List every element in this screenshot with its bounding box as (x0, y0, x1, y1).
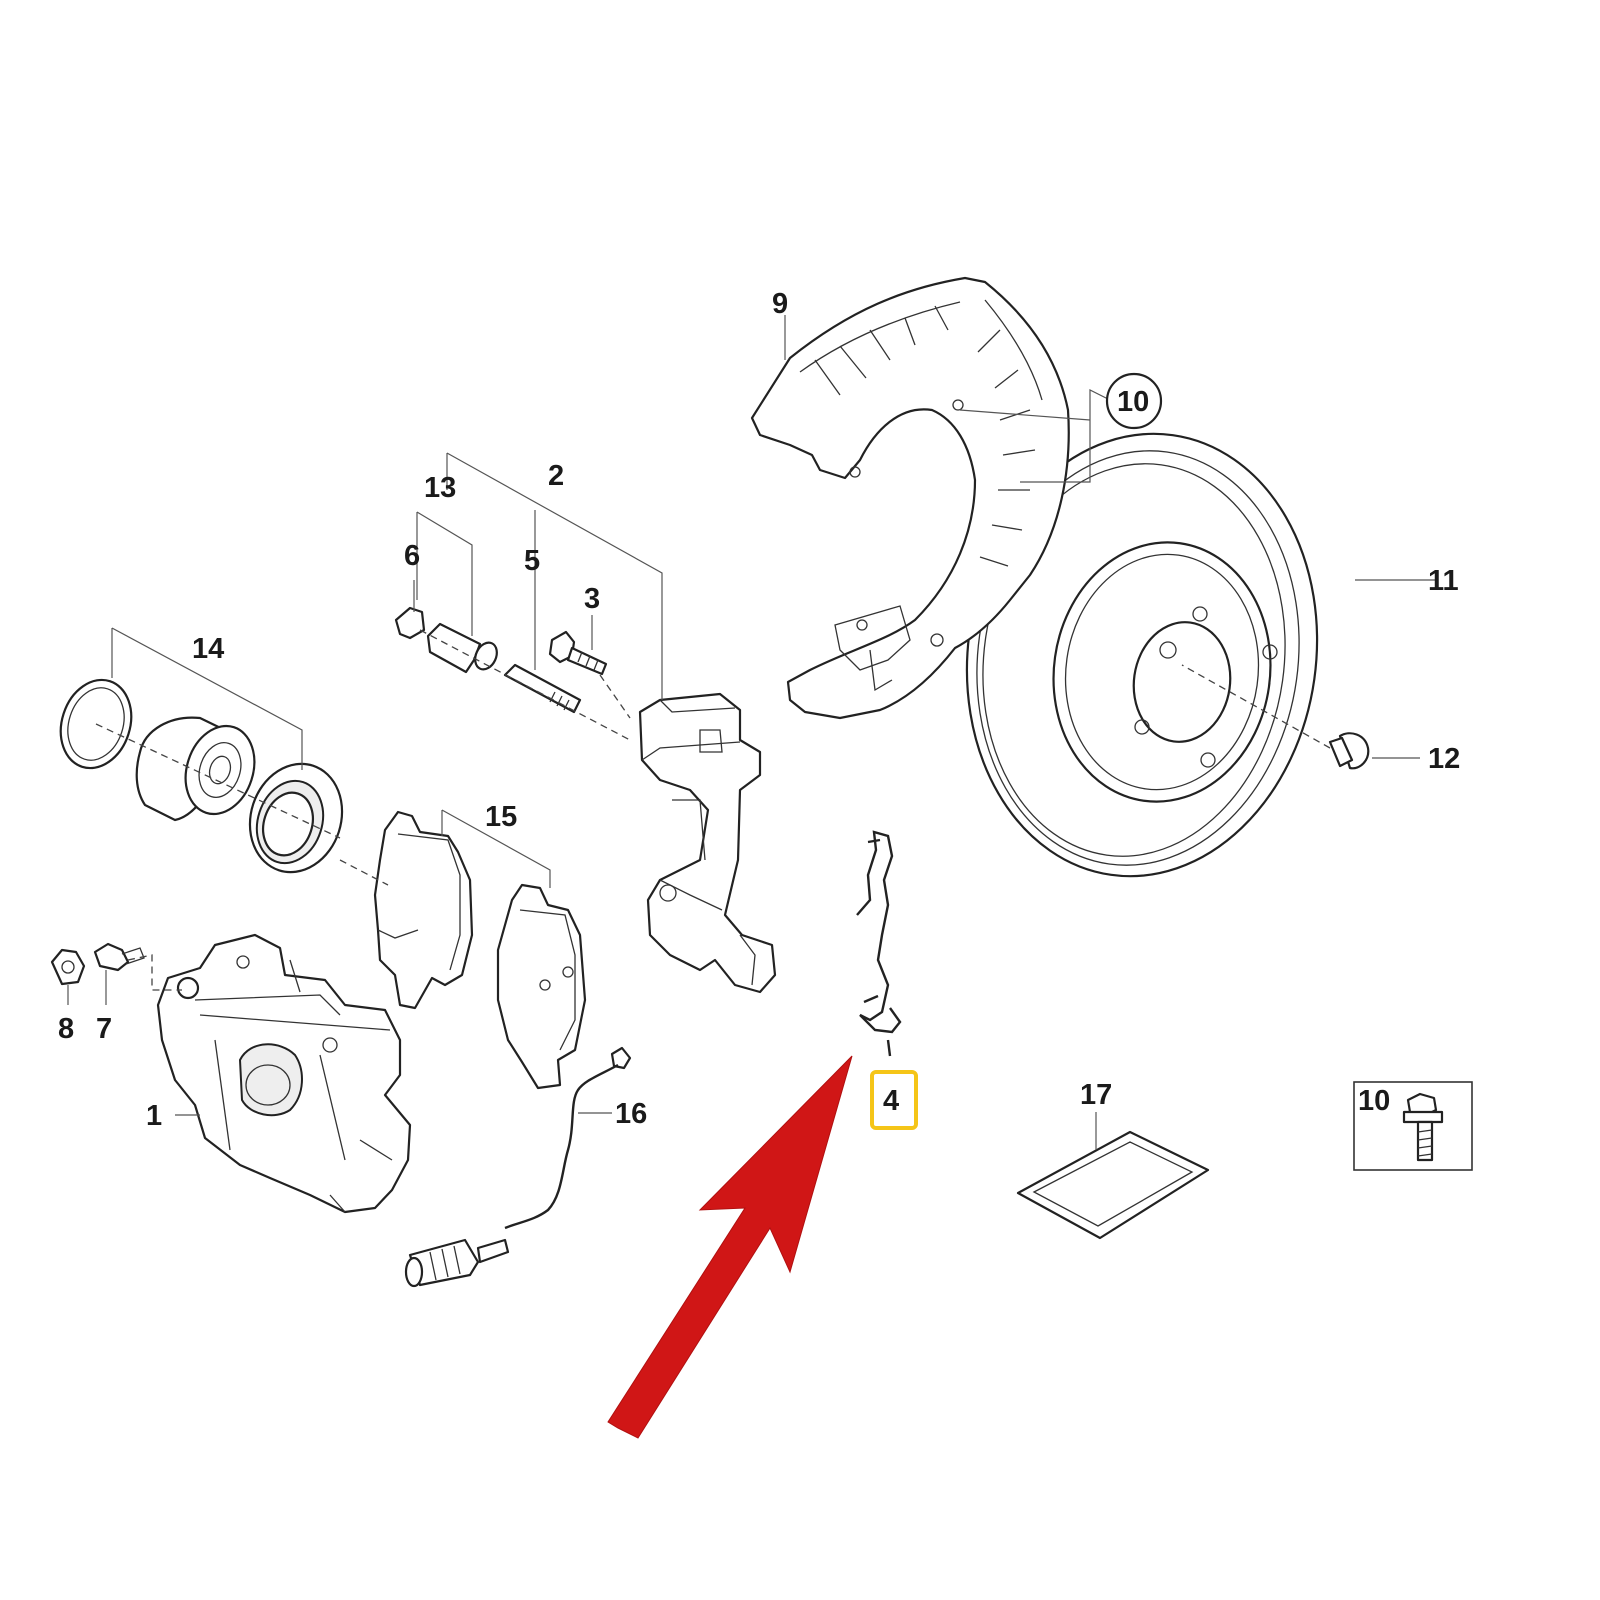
label-10-box: 10 (1358, 1085, 1390, 1117)
label-9: 9 (772, 288, 788, 320)
label-4: 4 (883, 1085, 899, 1117)
anti-rattle-spring (856, 830, 902, 1057)
highlight-box (870, 1070, 918, 1130)
label-10-circled: 10 (1117, 386, 1149, 418)
label-12: 12 (1428, 743, 1460, 775)
label-1: 1 (146, 1100, 162, 1132)
label-15: 15 (485, 801, 517, 833)
label-13: 13 (424, 472, 456, 504)
label-6: 6 (404, 540, 420, 572)
bolt-inset (1353, 1081, 1473, 1171)
leader-lines (67, 315, 1435, 1150)
label-16: 16 (615, 1098, 647, 1130)
label-2: 2 (548, 460, 564, 492)
label-11: 11 (1428, 565, 1459, 597)
label-3: 3 (584, 583, 600, 615)
brake-dust-shield (750, 276, 1070, 720)
caliper-carrier (638, 692, 777, 994)
part-labels: 9 10 11 12 2 13 6 5 3 14 15 8 7 1 16 17 … (58, 288, 1460, 1132)
red-pointer-arrow (607, 1055, 853, 1439)
caliper-piston-kit (59, 678, 344, 874)
grease-packet (1016, 1130, 1210, 1240)
label-5: 5 (524, 545, 540, 577)
label-10-circle (1105, 372, 1163, 430)
label-17: 17 (1080, 1079, 1112, 1111)
label-7: 7 (96, 1013, 112, 1045)
brake-pad-outer (496, 883, 587, 1090)
brake-wear-sensor (404, 1046, 632, 1288)
hardware-parts (50, 606, 1370, 986)
brake-disc (965, 432, 1319, 878)
label-8: 8 (58, 1013, 74, 1045)
label-14: 14 (192, 633, 224, 665)
caliper-housing (156, 933, 412, 1214)
brake-pad-inner (373, 810, 474, 1010)
